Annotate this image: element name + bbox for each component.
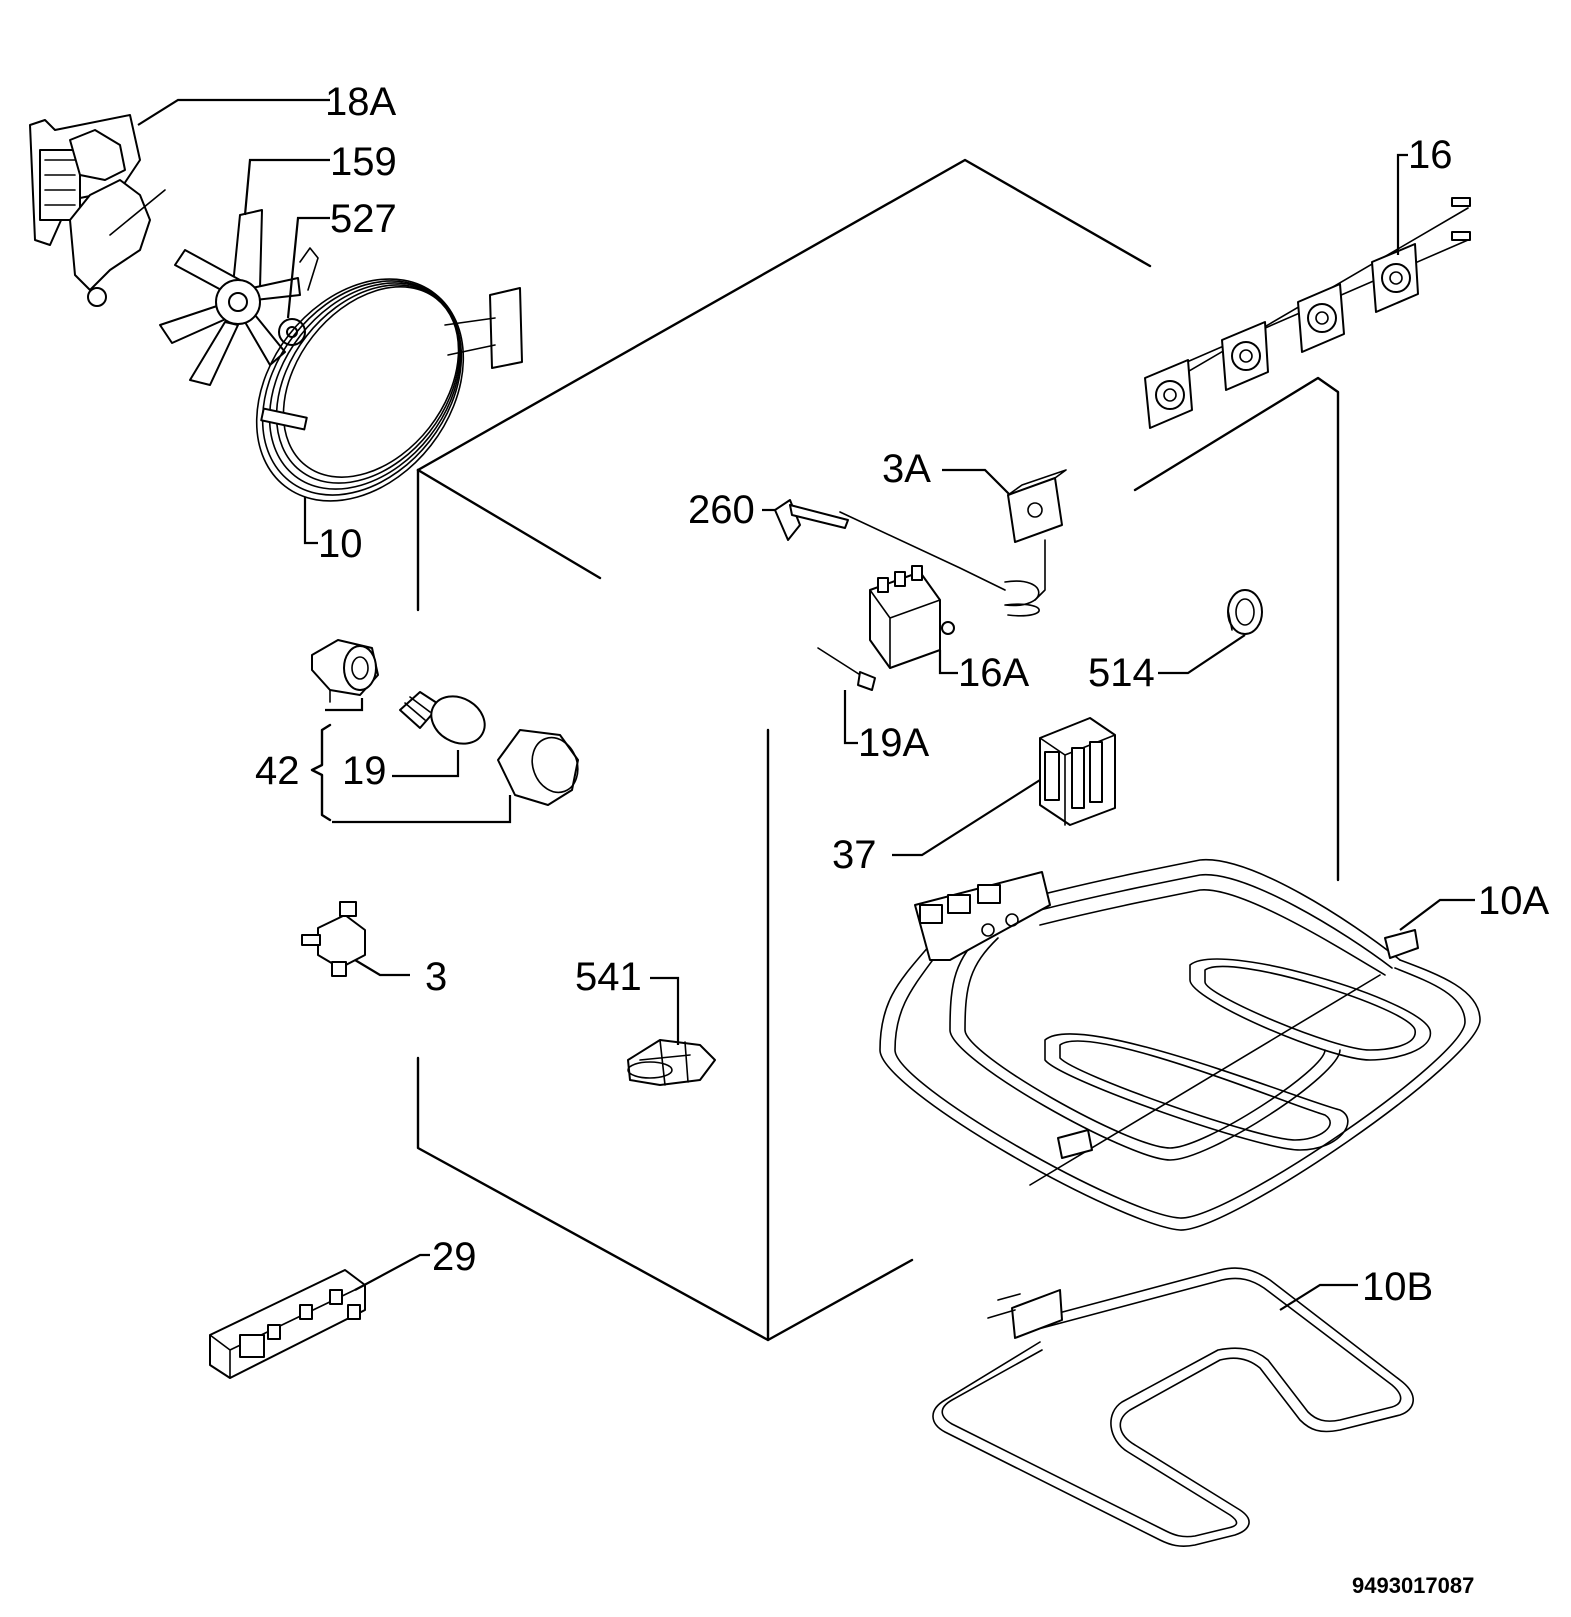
brace-42 (310, 698, 512, 824)
part-10-circular-element (255, 278, 523, 502)
part-10B-bottom-element (932, 1267, 1414, 1547)
part-29-module (209, 1269, 366, 1379)
label-16A: 16A (958, 651, 1029, 695)
label-10A: 10A (1478, 879, 1549, 923)
label-19: 19 (342, 749, 387, 793)
label-10B: 10B (1362, 1265, 1433, 1309)
label-37: 37 (832, 833, 877, 877)
label-29: 29 (432, 1235, 477, 1279)
label-260: 260 (688, 488, 755, 532)
part-260-clip (774, 499, 849, 541)
oven-cabinet-outline (416, 158, 1340, 1342)
label-19A: 19A (858, 721, 929, 765)
part-514-grommet (1227, 589, 1263, 635)
label-10: 10 (318, 522, 363, 566)
part-541-clip (627, 1039, 716, 1086)
part-glass-cover (497, 729, 579, 806)
part-16-terminal-strip (1144, 197, 1471, 429)
drawing-code: 9493017087 (1352, 1573, 1474, 1598)
label-159: 159 (330, 140, 397, 184)
part-159-fan-blade (159, 209, 301, 386)
label-16: 16 (1408, 133, 1453, 177)
part-37-bracket (1039, 717, 1116, 826)
label-514: 514 (1088, 651, 1155, 695)
label-18A: 18A (325, 80, 396, 124)
part-18A-fan-motor (29, 114, 166, 307)
part-19-bulb (399, 691, 486, 745)
label-527: 527 (330, 197, 397, 241)
label-3: 3 (425, 955, 447, 999)
label-3A: 3A (882, 447, 931, 491)
part-42-lamp-holder (311, 639, 379, 703)
part-19A-lamp-wire (817, 647, 876, 691)
part-labels: 18A 159 527 10 16 3A 260 16A 514 19A 42 … (255, 80, 1549, 1598)
part-3A-thermostat (839, 469, 1067, 617)
part-16A-selector-switch (869, 565, 955, 669)
part-10A-grill-element (879, 859, 1481, 1231)
label-42: 42 (255, 749, 300, 793)
part-3-switch (301, 901, 366, 977)
leader-lines (137, 98, 1475, 1311)
label-541: 541 (575, 955, 642, 999)
